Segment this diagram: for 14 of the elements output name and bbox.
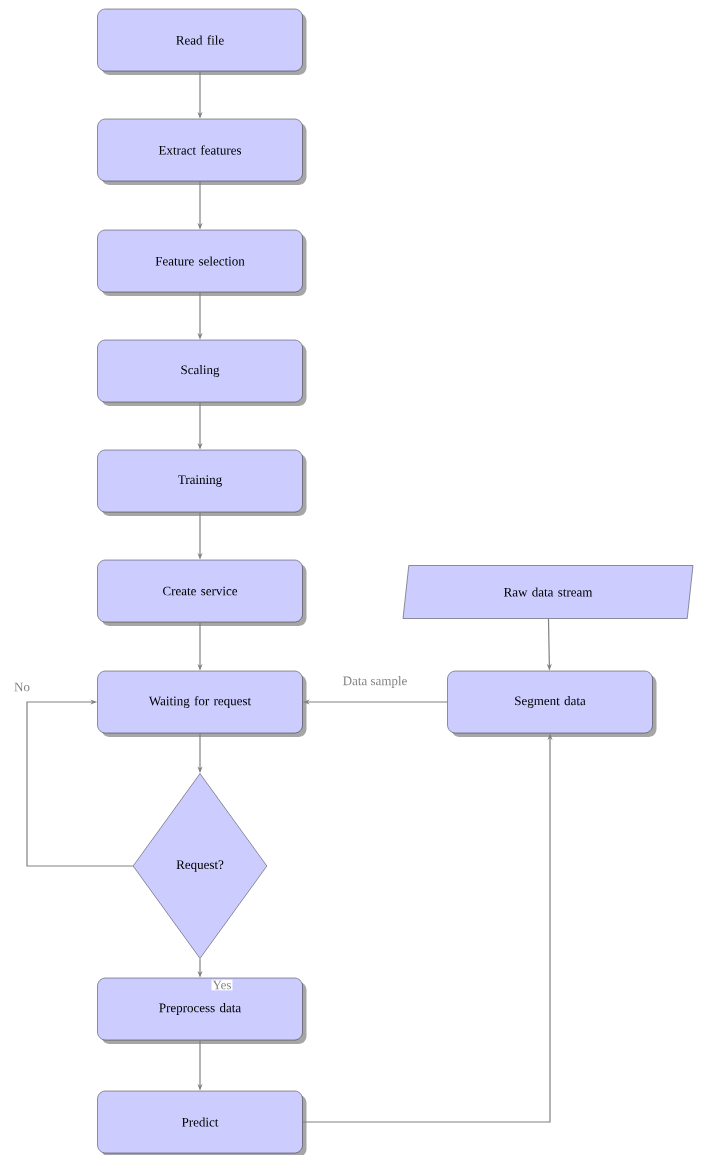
- data-parallelogram: Raw data stream: [402, 565, 694, 619]
- process-box: Waiting for request: [97, 670, 307, 737]
- edge-label: Data sample: [341, 675, 409, 689]
- arrow: [26, 699, 134, 867]
- process-box: Read file: [97, 8, 307, 75]
- process-box: Extract features: [97, 118, 307, 185]
- process-box: Predict: [97, 1090, 307, 1155]
- edge-label: Yes: [211, 979, 233, 991]
- process-box: Training: [97, 449, 307, 516]
- process-box: Segment data: [447, 670, 657, 737]
- process-box: Scaling: [97, 339, 307, 406]
- process-box: Feature selection: [97, 229, 307, 296]
- edge-label: No: [13, 681, 31, 693]
- process-box: Create service: [97, 559, 307, 626]
